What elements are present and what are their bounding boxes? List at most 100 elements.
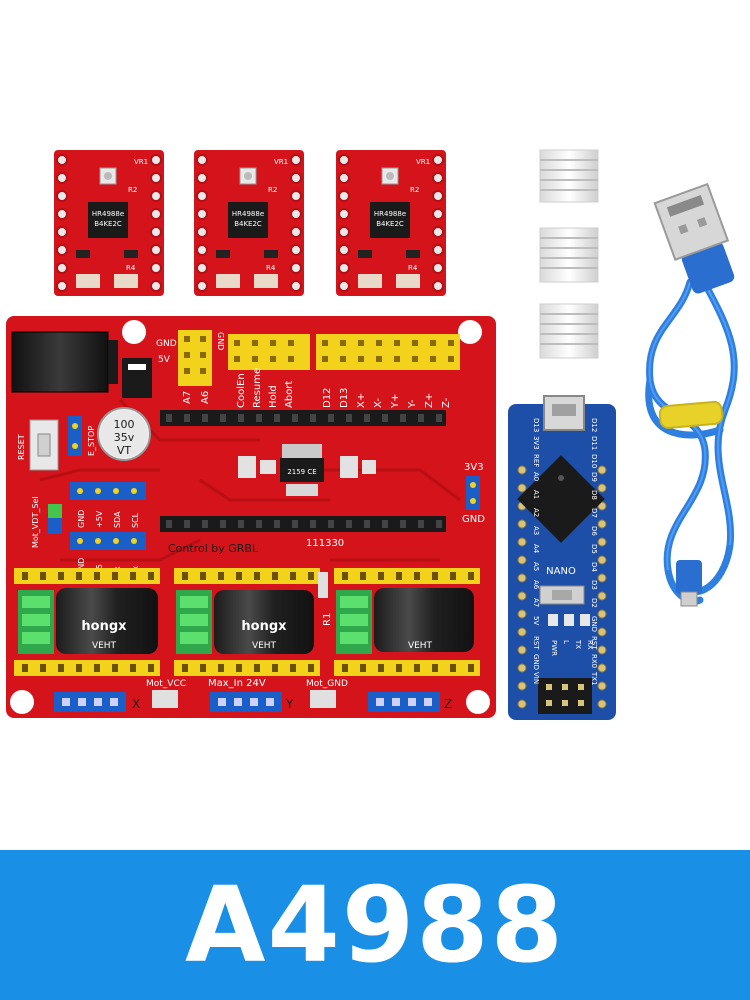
nano-pin-label: D2 (590, 598, 598, 608)
nano-pin-label: VIN (532, 672, 540, 684)
label-gnd-right: GND (462, 514, 485, 525)
label-zplus: Z+ (424, 393, 435, 408)
cap-type: VT (117, 444, 132, 457)
regulator-label: 2159 CE (287, 468, 316, 476)
label-d12: D12 (322, 388, 333, 408)
label-i2c-scl: SCL (131, 512, 140, 528)
label-r1: R1 (322, 613, 333, 626)
axis-z-label: Z (444, 697, 452, 711)
cap-series: VEHT (408, 641, 433, 651)
nano-pin-label: D7 (590, 508, 598, 518)
label-a6: A6 (200, 391, 211, 404)
nano-pin-label: D4 (590, 562, 598, 572)
label-d13: D13 (339, 388, 350, 408)
label-hold: Hold (268, 385, 279, 408)
product-title-banner: A4988 (0, 850, 750, 1000)
nano-pin-label: RST (590, 636, 598, 650)
driver-socket-x: hongx VEHT (14, 568, 160, 676)
label-max-in: Max_In 24V (208, 678, 266, 689)
axis-y-label: Y (285, 697, 294, 711)
label-mot-gnd: Mot_GND (306, 679, 348, 689)
nano-pin-label: RX0 (590, 654, 598, 668)
label-ser-gnd: GND (77, 558, 86, 576)
cap-series: VEHT (92, 641, 117, 651)
nano-pin-label: RST (532, 636, 540, 650)
driver-chip-line2: B4KE2C (376, 220, 404, 228)
nano-pin-label: A5 (532, 562, 540, 571)
nano-pin-label: A1 (532, 490, 540, 499)
nano-pin-label: D11 (590, 436, 598, 450)
nano-pin-label: GND (590, 616, 598, 632)
a4988-driver-board: HR4988e B4KE2C VR1 R2 R4 (336, 150, 446, 296)
nano-pin-label: TX1 (590, 671, 598, 686)
label-yplus: Y+ (390, 394, 401, 410)
nano-pin-label: A6 (532, 580, 540, 590)
label-5v: 5V (158, 355, 171, 365)
label-mot-sel: Mot_VDT_Sel (31, 496, 40, 548)
label-xminus: X- (373, 398, 384, 408)
heat-sink (539, 227, 599, 283)
nano-pin-label: A7 (532, 598, 540, 607)
nano-pin-label: 3V3 (532, 436, 540, 450)
nano-pin-label: D13 (532, 418, 540, 432)
driver-pot-label: VR1 (134, 158, 148, 166)
driver-r2-label: R2 (268, 186, 277, 194)
nano-led-label: RX (586, 640, 594, 650)
nano-pin-label: A3 (532, 526, 540, 535)
label-coolen: CoolEn (236, 373, 247, 408)
nano-pin-label: D5 (590, 544, 598, 554)
nano-led-label: TX (574, 639, 582, 649)
label-estop: E_STOP (87, 426, 96, 456)
heat-sink (539, 303, 599, 359)
driver-socket-y: hongx VEHT R1 (174, 568, 333, 676)
driver-pot-label: VR1 (416, 158, 430, 166)
driver-r2-label: R2 (128, 186, 137, 194)
heat-sink (539, 149, 599, 203)
label-gnd-top: GND (156, 339, 177, 349)
nano-pin-label: A2 (532, 508, 540, 517)
label-i2c-5v: +5V (95, 510, 104, 528)
nano-pin-label: D6 (590, 526, 598, 536)
driver-chip-line2: B4KE2C (94, 220, 122, 228)
axis-x-label: X (132, 697, 140, 711)
nano-pin-label: D12 (590, 418, 598, 432)
nano-pin-label: 5V (532, 616, 540, 625)
nano-pin-label: A4 (532, 544, 540, 554)
nano-led-label: PWR (550, 640, 558, 656)
driver-chip-line2: B4KE2C (234, 220, 262, 228)
driver-r4-label: R4 (266, 264, 276, 272)
cap-value: 100 (114, 418, 135, 431)
nano-pin-label: D10 (590, 454, 598, 468)
driver-chip-line1: HR4988e (374, 210, 406, 218)
nano-led-label: L (562, 640, 570, 644)
a4988-driver-board: HR4988e B4KE2C VR1 R2 R4 (194, 150, 304, 296)
driver-chip-line1: HR4988e (92, 210, 124, 218)
label-reset: RESET (17, 434, 26, 460)
a4988-driver-board: HR4988e B4KE2C VR1 R2 R4 (54, 150, 164, 296)
label-mot-vcc: Mot_VCC (146, 679, 186, 689)
label-resume: Resume (252, 368, 263, 408)
driver-r4-label: R4 (126, 264, 136, 272)
driver-chip-line1: HR4988e (232, 210, 264, 218)
driver-r2-label: R2 (410, 186, 419, 194)
cnc-shield-board: GND 5V GND A7 A6 CoolEn Resume Hold Abor… (6, 316, 496, 718)
label-yminus: Y- (407, 399, 418, 409)
cap-series: VEHT (252, 641, 277, 651)
label-abort: Abort (284, 381, 295, 408)
label-3v3: 3V3 (464, 462, 484, 473)
nano-pin-label: REF (532, 454, 540, 467)
label-a7: A7 (182, 391, 193, 404)
nano-label: NANO (546, 566, 576, 577)
cap-brand: hongx (241, 619, 287, 634)
label-i2c-gnd: GND (77, 510, 86, 528)
label-xplus: X+ (356, 393, 367, 408)
control-label: Control by GRBL (168, 542, 259, 555)
driver-pot-label: VR1 (274, 158, 288, 166)
label-zminus: Z- (441, 397, 452, 408)
nano-pin-label: D9 (590, 472, 598, 482)
nano-pin-label: A0 (532, 472, 540, 481)
nano-pin-label: D8 (590, 490, 598, 500)
nano-pin-label: D3 (590, 580, 598, 590)
usb-cable (645, 182, 738, 607)
driver-r4-label: R4 (408, 264, 418, 272)
